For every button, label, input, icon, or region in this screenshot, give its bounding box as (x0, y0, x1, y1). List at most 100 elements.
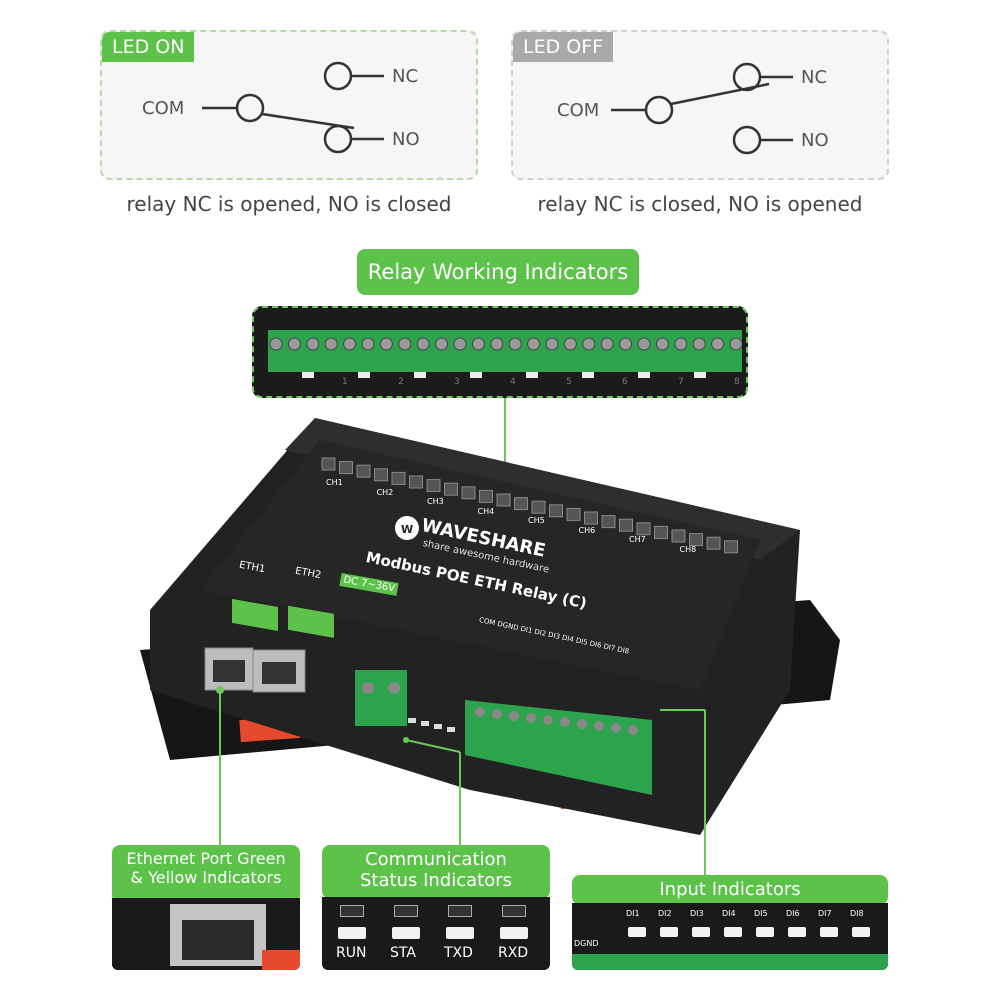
relay-channel-number: 6 (622, 377, 628, 387)
device-terminal (374, 468, 388, 482)
led-on-caption: relay NC is opened, NO is closed (126, 192, 452, 216)
input-terminal-screw (611, 723, 621, 733)
device-terminal (636, 522, 651, 536)
input-terminal-screw (475, 707, 485, 717)
device-status-led (434, 724, 442, 729)
terminal-screw (324, 337, 338, 351)
terminal-screw (619, 337, 633, 351)
input-led-label: DI4 (722, 909, 736, 918)
input-led-di4 (724, 927, 742, 937)
channel-label: CH4 (477, 506, 495, 516)
com-label: COM (557, 100, 600, 121)
channel-label: CH6 (578, 525, 596, 535)
led-off-caption: relay NC is closed, NO is opened (537, 192, 863, 216)
relay-indicators-title: Relay Working Indicators (357, 249, 639, 295)
terminal-screw (361, 337, 375, 351)
terminal-screw (692, 337, 706, 351)
comm-led-sta (392, 927, 420, 939)
relay-off-schematic (611, 62, 793, 155)
input-terminal-screw (526, 713, 536, 723)
no-label: NO (801, 130, 829, 151)
input-led-di5 (756, 927, 774, 937)
device-terminal (514, 497, 528, 511)
input-indicators-title: Input Indicators (572, 875, 888, 905)
device-terminal (479, 489, 493, 503)
device-status-led (421, 721, 429, 726)
device-terminal (409, 475, 423, 489)
comm-led-label: TXD (444, 945, 473, 961)
input-led-di3 (692, 927, 710, 937)
terminal-screw (655, 337, 669, 351)
nc-label: NC (801, 67, 828, 88)
comm-led-label: RXD (498, 945, 529, 961)
ethernet-port-graphic (112, 898, 300, 970)
terminal-screw (306, 337, 320, 351)
terminal-screw (674, 337, 688, 351)
device-status-led (408, 718, 416, 723)
input-led-di8 (852, 927, 870, 937)
relay-led-8 (694, 372, 706, 378)
channel-label: CH5 (528, 516, 545, 525)
terminal-screw (600, 337, 614, 351)
device-terminal (706, 536, 721, 550)
comm-led-run (338, 927, 366, 939)
input-terminal-screw (560, 717, 570, 727)
device-terminal (531, 500, 546, 514)
terminal-screw (508, 337, 522, 351)
comm-led-label: RUN (336, 945, 367, 961)
relay-led-1 (302, 372, 314, 378)
input-terminal-screw (543, 715, 553, 725)
comm-led-top (502, 905, 526, 917)
communication-leds-thumbnail: RUN STA TXD RXD (322, 897, 550, 970)
relay-led-6 (582, 372, 594, 378)
device-terminal (444, 482, 458, 496)
input-terminal-screw (509, 711, 519, 721)
communication-indicators-title: Communication Status Indicators (322, 845, 550, 899)
relay-led-5 (526, 372, 538, 378)
comm-led-top (448, 905, 472, 917)
input-led-di1 (628, 927, 646, 937)
relay-channel-number: 4 (510, 377, 516, 387)
led-on-tag: LED ON (102, 32, 195, 62)
relay-channel-number: 8 (734, 377, 740, 387)
input-terminal-screw (628, 725, 638, 735)
comm-led-label: STA (390, 945, 416, 961)
terminal-screw (490, 337, 504, 351)
device-terminal (496, 493, 511, 507)
device-terminal (549, 504, 563, 518)
comm-led-txd (446, 927, 474, 939)
input-terminal-block (465, 700, 652, 795)
device-terminal (356, 464, 371, 478)
device-terminal (654, 525, 668, 539)
input-led-di6 (788, 927, 806, 937)
terminal-screw (527, 337, 541, 351)
input-led-label: DI8 (850, 909, 864, 918)
relay-on-schematic (202, 61, 384, 154)
input-led-label: DI2 (658, 909, 672, 918)
comm-title-line1: Communication (365, 849, 507, 870)
comm-led-top (394, 905, 418, 917)
terminal-screw (453, 337, 467, 351)
com-label: COM (142, 98, 185, 119)
comm-led-top (340, 905, 364, 917)
terminal-screw (287, 337, 301, 351)
channel-label: CH2 (376, 487, 394, 497)
device-terminal (461, 486, 476, 500)
input-led-label: DI1 (626, 909, 640, 918)
device-terminal (724, 540, 738, 554)
channel-label: CH1 (326, 478, 343, 487)
comm-led-rxd (500, 927, 528, 939)
terminal-screw (545, 337, 559, 351)
input-led-label: DI7 (818, 909, 832, 918)
led-on-panel: LED ON COM NC NO (100, 30, 478, 180)
ethernet-port-thumbnail (112, 898, 300, 970)
device-terminal (601, 515, 616, 529)
terminal-screw (471, 337, 485, 351)
led-off-tag: LED OFF (513, 32, 614, 62)
relay-led-7 (638, 372, 650, 378)
device-status-led (447, 727, 455, 732)
relay-channel-number: 5 (566, 377, 572, 387)
device-terminal (566, 507, 581, 521)
input-led-label: DI5 (754, 909, 768, 918)
